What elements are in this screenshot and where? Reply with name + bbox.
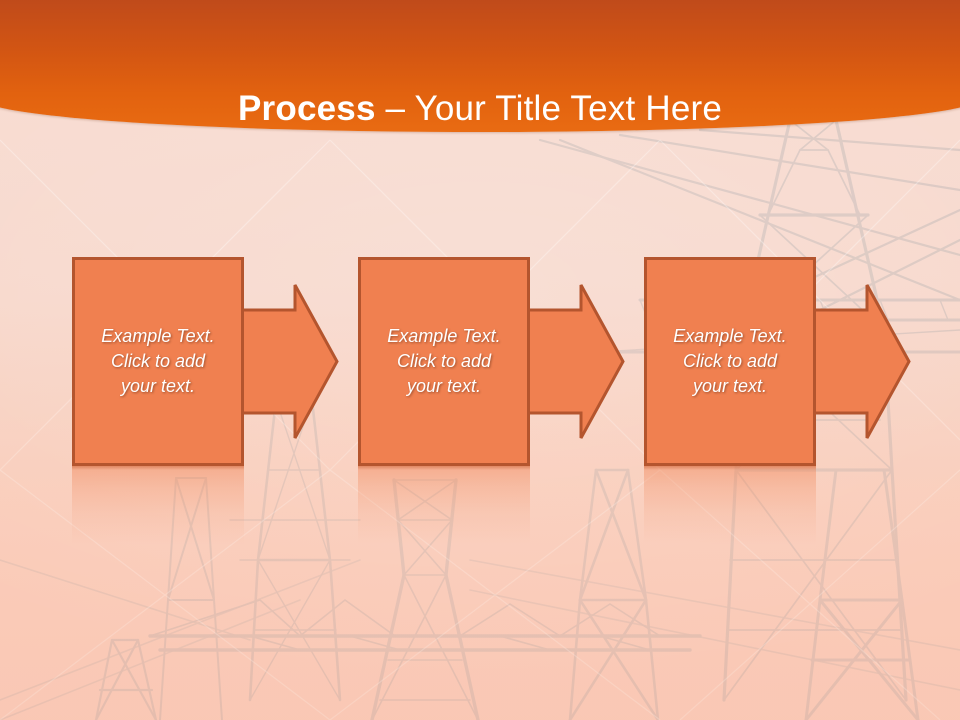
- process-box-2-reflection-edge: [358, 466, 530, 470]
- process-box-2[interactable]: Example Text. Click to add your text.: [358, 257, 530, 466]
- process-box-3-label: Example Text. Click to add your text.: [673, 326, 787, 396]
- process-box-2-label: Example Text. Click to add your text.: [387, 326, 501, 396]
- right-arrow-icon: [644, 257, 912, 466]
- right-arrow-icon: [358, 257, 626, 466]
- right-arrow-icon: [72, 257, 340, 466]
- process-box-1-reflection-edge: [72, 466, 244, 470]
- process-box-2-reflection: [358, 466, 530, 544]
- page-title: Process – Your Title Text Here: [0, 88, 960, 130]
- page-title-bold: Process: [238, 89, 376, 128]
- page-title-separator: –: [375, 89, 415, 128]
- process-box-1[interactable]: Example Text. Click to add your text.: [72, 257, 244, 466]
- process-box-1-reflection: [72, 466, 244, 544]
- process-box-3-reflection-edge: [644, 466, 816, 470]
- process-box-3-reflection: [644, 466, 816, 544]
- process-box-1-label: Example Text. Click to add your text.: [101, 326, 215, 396]
- title-banner: [0, 0, 960, 132]
- page-title-rest: Your Title Text Here: [414, 89, 722, 128]
- process-box-3[interactable]: Example Text. Click to add your text.: [644, 257, 816, 466]
